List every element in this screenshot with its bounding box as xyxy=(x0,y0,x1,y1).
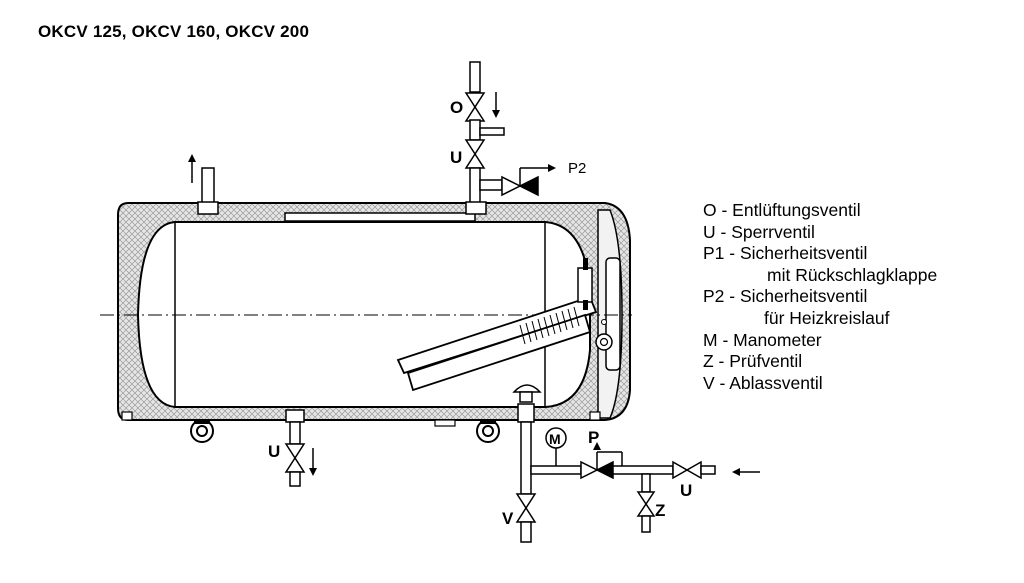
label-p: P xyxy=(588,428,599,447)
o-flow-arrow-head xyxy=(492,110,500,118)
legend-item-v: V - Ablassventil xyxy=(703,372,823,393)
p-valve-arrow-icon xyxy=(593,442,601,450)
legend-item-p1: P1 - Sicherheitsventil xyxy=(703,243,868,264)
label-v: V xyxy=(502,509,514,528)
label-o-top: O xyxy=(450,98,463,117)
label-p2: P2 xyxy=(568,160,586,177)
hot-water-outlet xyxy=(188,154,219,215)
inlet-valve-assembly xyxy=(512,384,716,543)
bottom-left-valve-assembly xyxy=(284,409,306,487)
thermostat-knob xyxy=(595,319,613,351)
p2-arrow-icon xyxy=(548,164,556,172)
legend-item-z: Z - Prüfventil xyxy=(703,351,803,372)
wall-bracket-right xyxy=(476,419,500,443)
inlet-flow-arrow-head xyxy=(732,468,740,476)
page-title: OKCV 125, OKCV 160, OKCV 200 xyxy=(38,22,310,41)
label-u-right: U xyxy=(680,481,692,500)
tank-body xyxy=(100,202,632,427)
legend-item-u: U - Sperrventil xyxy=(703,221,815,242)
legend-item-p2: P2 - Sicherheitsventil xyxy=(703,286,868,307)
top-valve-assembly xyxy=(464,61,548,215)
u-bottom-flow-arrow-head xyxy=(309,468,317,476)
label-u-bottom-left: U xyxy=(268,442,280,461)
label-z: Z xyxy=(655,501,665,520)
label-u-top: U xyxy=(450,148,462,167)
heating-element xyxy=(396,258,598,392)
label-m: M xyxy=(549,431,561,447)
legend-item-o: O - Entlüftungsventil xyxy=(703,200,861,220)
legend: O - Entlüftungsventil U - Sperrventil P1… xyxy=(703,200,937,394)
legend-item-p2-detail: für Heizkreislauf xyxy=(764,307,890,328)
legend-item-p1-detail: mit Rückschlagklappe xyxy=(767,264,938,285)
legend-item-m: M - Manometer xyxy=(703,329,822,350)
wall-bracket-left xyxy=(190,419,214,443)
